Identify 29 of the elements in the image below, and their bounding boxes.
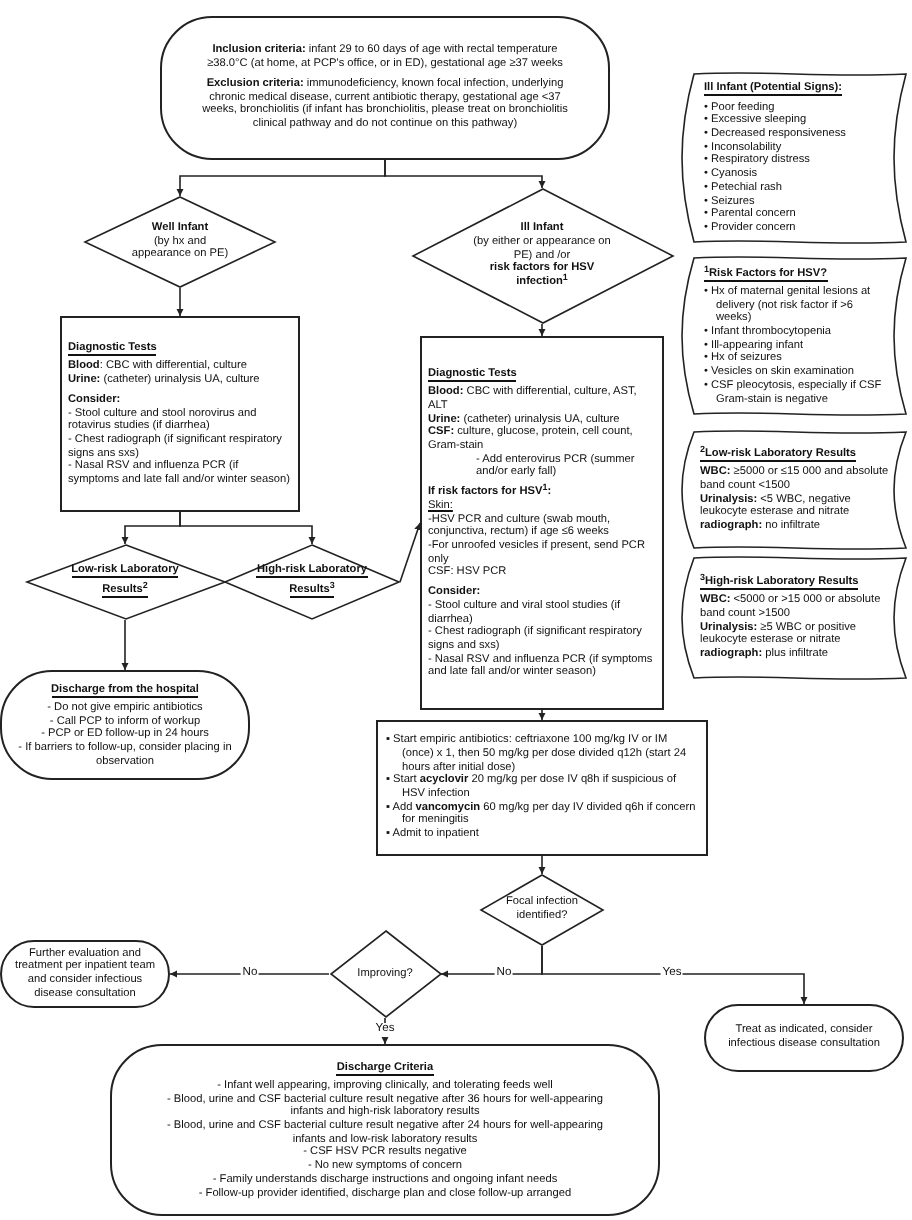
note-card <box>680 256 908 416</box>
arrow <box>538 855 546 875</box>
arrow <box>538 709 546 721</box>
decision-diamond <box>25 544 225 620</box>
decision-diamond <box>329 930 441 1018</box>
rounded-terminal-box <box>0 670 250 780</box>
rounded-terminal-box <box>0 940 170 1008</box>
decision-diamond <box>480 874 604 946</box>
arrow <box>121 619 129 671</box>
arrow <box>399 522 422 583</box>
process-box <box>60 316 300 512</box>
process-box <box>420 336 664 710</box>
note-card <box>680 430 908 550</box>
arrow <box>538 323 546 337</box>
rounded-terminal-box <box>704 1004 904 1072</box>
decision-diamond <box>224 544 400 620</box>
process-box <box>376 720 708 856</box>
decision-diamond <box>411 188 673 324</box>
arrow <box>169 970 330 978</box>
decision-diamond <box>84 196 276 288</box>
arrow <box>176 287 184 317</box>
note-card <box>680 72 908 244</box>
arrow <box>541 945 808 1005</box>
rounded-terminal-box <box>160 16 610 160</box>
note-card <box>680 556 908 680</box>
rounded-terminal-box <box>110 1044 660 1216</box>
arrow <box>179 511 316 545</box>
arrow <box>381 1017 389 1045</box>
arrow <box>384 159 546 189</box>
